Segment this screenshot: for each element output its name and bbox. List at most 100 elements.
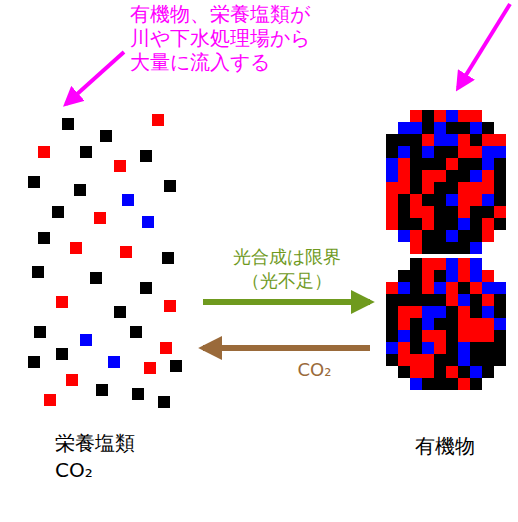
arrow-label: 光合成は限界 （光不足） [229, 245, 344, 292]
clump-cell [398, 218, 410, 230]
clump-cell [386, 158, 398, 170]
clump-cell [422, 306, 434, 318]
clump-cell [410, 258, 422, 270]
clump-cell [470, 146, 482, 158]
clump-cell [470, 134, 482, 146]
clump-cell [446, 306, 458, 318]
clump-cell [458, 134, 470, 146]
clump-cell [494, 182, 506, 194]
particle [132, 388, 144, 400]
clump-cell [470, 182, 482, 194]
clump-cell [398, 306, 410, 318]
clump-cell [398, 194, 410, 206]
clump-cell [434, 354, 446, 366]
clump-cell [494, 318, 506, 330]
particle [34, 326, 46, 338]
clump-cell [446, 342, 458, 354]
clump-cell [458, 218, 470, 230]
clump-cell [494, 342, 506, 354]
particle [100, 130, 112, 142]
clump-cell [422, 206, 434, 218]
clump-cell [458, 366, 470, 378]
particle [80, 334, 92, 346]
clump-cell [494, 158, 506, 170]
clump-cell [410, 206, 422, 218]
clump-cell [410, 182, 422, 194]
clump-cell [386, 282, 398, 294]
clump-cell [470, 158, 482, 170]
clump-cell [494, 170, 506, 182]
clump-cell [494, 282, 506, 294]
clump-cell [422, 378, 434, 390]
clump-cell [386, 354, 398, 366]
particle [114, 160, 126, 172]
clump-cell [446, 330, 458, 342]
clump-cell [410, 146, 422, 158]
particle [56, 348, 68, 360]
clump-cell [422, 182, 434, 194]
clump-cell [410, 242, 422, 254]
clump-cell [482, 270, 494, 282]
clump-cell [398, 330, 410, 342]
clump-cell [482, 218, 494, 230]
clump-cell [434, 134, 446, 146]
particle [32, 266, 44, 278]
clump-cell [386, 306, 398, 318]
clump-cell [458, 354, 470, 366]
clump-cell [470, 318, 482, 330]
clump-cell [386, 170, 398, 182]
clump-cell [446, 282, 458, 294]
clump-cell [434, 330, 446, 342]
clump-cell [446, 170, 458, 182]
clump-cell [482, 194, 494, 206]
clump-cell [410, 170, 422, 182]
clump-cell [446, 378, 458, 390]
clump-cell [434, 122, 446, 134]
clump-cell [422, 342, 434, 354]
particle [56, 296, 68, 308]
clump-cell [410, 330, 422, 342]
clump-cell [422, 318, 434, 330]
clump-cell [494, 134, 506, 146]
particle [28, 176, 40, 188]
clump-cell [446, 318, 458, 330]
particle [114, 306, 126, 318]
clump-cell [398, 318, 410, 330]
particle [28, 356, 40, 368]
clump-cell [458, 170, 470, 182]
clump-cell [446, 182, 458, 194]
clump-cell [458, 330, 470, 342]
particle [94, 212, 106, 224]
clump-cell [398, 230, 410, 242]
clump-cell [482, 146, 494, 158]
clump-cell [410, 194, 422, 206]
group-label: 有機物 [415, 433, 475, 460]
clump-cell [386, 330, 398, 342]
clump-cell [470, 294, 482, 306]
clump-cell [398, 294, 410, 306]
clump-cell [434, 218, 446, 230]
clump-cell [470, 122, 482, 134]
particle [52, 206, 64, 218]
clump-cell [386, 294, 398, 306]
clump-cell [458, 294, 470, 306]
clump-cell [470, 306, 482, 318]
clump-cell [458, 122, 470, 134]
particle [66, 374, 78, 386]
clump-cell [410, 270, 422, 282]
clump-cell [458, 194, 470, 206]
clump-cell [470, 342, 482, 354]
clump-cell [410, 318, 422, 330]
clump-cell [398, 270, 410, 282]
clump-cell [386, 194, 398, 206]
clump-cell [482, 158, 494, 170]
clump-cell [470, 366, 482, 378]
clump-cell [410, 110, 422, 122]
clump-cell [446, 294, 458, 306]
clump-cell [410, 230, 422, 242]
particle [130, 326, 142, 338]
clump-cell [458, 306, 470, 318]
clump-cell [410, 366, 422, 378]
nutrient-group: 栄養塩類 CO₂ [15, 108, 195, 484]
